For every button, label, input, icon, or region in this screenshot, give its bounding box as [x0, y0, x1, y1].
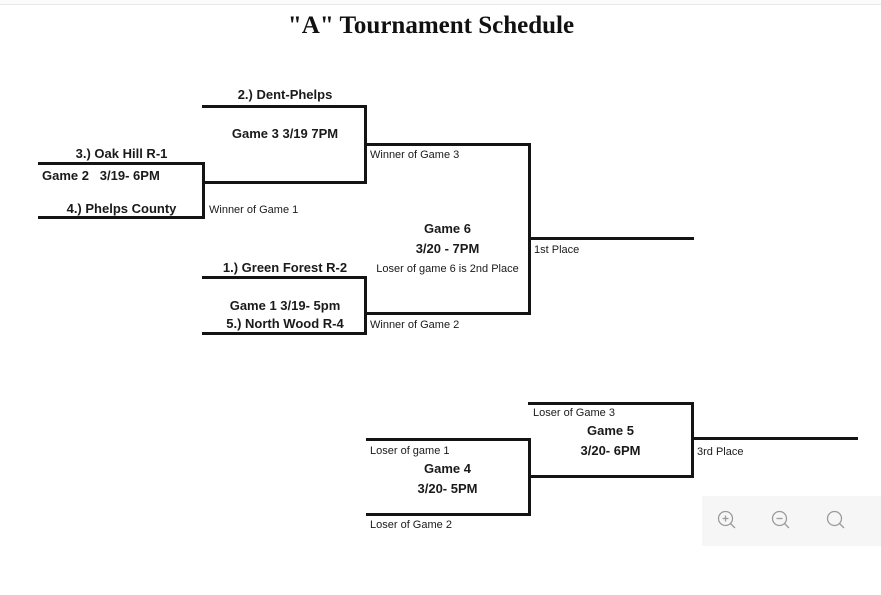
- phelps-county-seed-line: [38, 216, 205, 219]
- loser-game1-line: [366, 438, 531, 441]
- team-north-wood: 5.) North Wood R-4: [226, 316, 344, 331]
- oak-hill-seed-line: [38, 162, 205, 165]
- game6-note: Loser of game 6 is 2nd Place: [376, 263, 519, 275]
- dent-phelps-seed-line: [202, 105, 367, 108]
- loser-game2-label: Loser of Game 2: [370, 519, 452, 531]
- game6-time: 3/20 - 7PM: [415, 241, 480, 256]
- third-place-line: [691, 437, 858, 440]
- page-top-border: [0, 0, 881, 5]
- magnifier-plus-icon: [716, 510, 738, 532]
- loser-game2-line: [366, 513, 531, 516]
- loser-game3-line: [528, 402, 694, 405]
- team-dent-phelps: 2.) Dent-Phelps: [237, 87, 333, 102]
- game6-box-right-line: [528, 143, 531, 315]
- search-button[interactable]: [825, 510, 847, 532]
- game5-time: 3/20- 6PM: [580, 443, 641, 458]
- zoom-out-button[interactable]: [770, 510, 792, 532]
- game3-label: Game 3 3/19 7PM: [231, 126, 339, 141]
- loser-game3-label: Loser of Game 3: [533, 407, 615, 419]
- winner-game3-advance-line: [364, 143, 531, 146]
- north-wood-seed-line: [202, 332, 367, 335]
- game1-bracket-vertical-line: [364, 276, 367, 335]
- game2-label: Game 2 3/19- 6PM: [42, 168, 160, 183]
- magnifier-minus-icon: [770, 510, 792, 532]
- game4-title: Game 4: [424, 461, 471, 476]
- first-place-label: 1st Place: [534, 244, 580, 256]
- magnifier-icon: [825, 510, 847, 532]
- game4-time: 3/20- 5PM: [417, 481, 478, 496]
- first-place-line: [528, 237, 694, 240]
- winner-game3-label: Winner of Game 3: [370, 149, 460, 161]
- game5-box-right-line: [691, 402, 694, 478]
- game1-label: Game 1 3/19- 5pm: [229, 298, 341, 313]
- third-place-label: 3rd Place: [697, 446, 744, 458]
- page-title: "A" Tournament Schedule: [287, 12, 575, 39]
- game2-bracket-vertical-line: [202, 162, 205, 219]
- loser-game1-label: Loser of game 1: [370, 445, 450, 457]
- winner-game1-label: Winner of Game 1: [209, 204, 299, 216]
- winner-game2-label: Winner of Game 2: [370, 319, 460, 331]
- game6-title: Game 6: [424, 221, 471, 236]
- game5-title: Game 5: [587, 423, 634, 438]
- winner-game1-advance-line: [202, 181, 367, 184]
- team-oak-hill: 3.) Oak Hill R-1: [75, 146, 168, 161]
- team-phelps-county: 4.) Phelps County: [66, 201, 177, 216]
- team-green-forest: 1.) Green Forest R-2: [222, 260, 348, 275]
- zoom-in-button[interactable]: [716, 510, 738, 532]
- green-forest-seed-line: [202, 276, 367, 279]
- winner-game2-advance-line: [364, 312, 531, 315]
- game5-box-bottom-line: [528, 475, 694, 478]
